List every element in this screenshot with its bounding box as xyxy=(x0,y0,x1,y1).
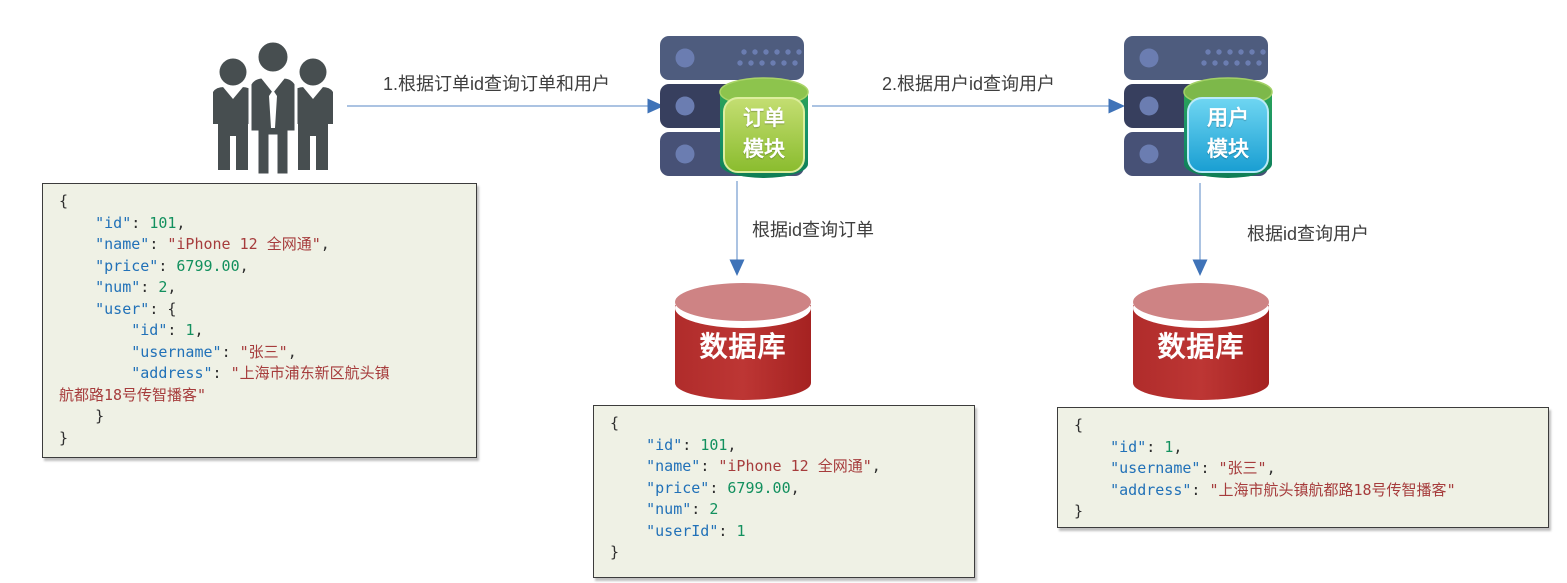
user-json-box: { "id": 1, "username": "张三", "address": … xyxy=(1057,407,1549,528)
flow-label-2: 2.根据用户id查询用户 xyxy=(882,74,1056,94)
user-module-label: 用户 模块 xyxy=(1207,107,1249,161)
flow-label-4: 根据id查询用户 xyxy=(1247,224,1370,244)
order-with-user-json-code: { "id": 101, "name": "iPhone 12 全网通", "p… xyxy=(59,192,390,447)
users-group-icon xyxy=(208,39,338,180)
order-database-label: 数据库 xyxy=(699,331,787,362)
user-module-icon xyxy=(1182,76,1274,185)
user-database-label: 数据库 xyxy=(1157,331,1245,362)
flow-label-3: 根据id查询订单 xyxy=(752,220,875,240)
order-module-icon xyxy=(718,76,810,185)
order-with-user-json-box: { "id": 101, "name": "iPhone 12 全网通", "p… xyxy=(42,183,477,458)
order-json-box: { "id": 101, "name": "iPhone 12 全网通", "p… xyxy=(593,405,975,578)
order-json-code: { "id": 101, "name": "iPhone 12 全网通", "p… xyxy=(610,414,881,561)
user-json-code: { "id": 1, "username": "张三", "address": … xyxy=(1074,416,1456,520)
order-module-label: 订单 模块 xyxy=(743,107,785,161)
flow-label-1: 1.根据订单id查询订单和用户 xyxy=(383,74,611,94)
user-database-icon xyxy=(1131,281,1271,410)
order-database-icon xyxy=(673,281,813,410)
